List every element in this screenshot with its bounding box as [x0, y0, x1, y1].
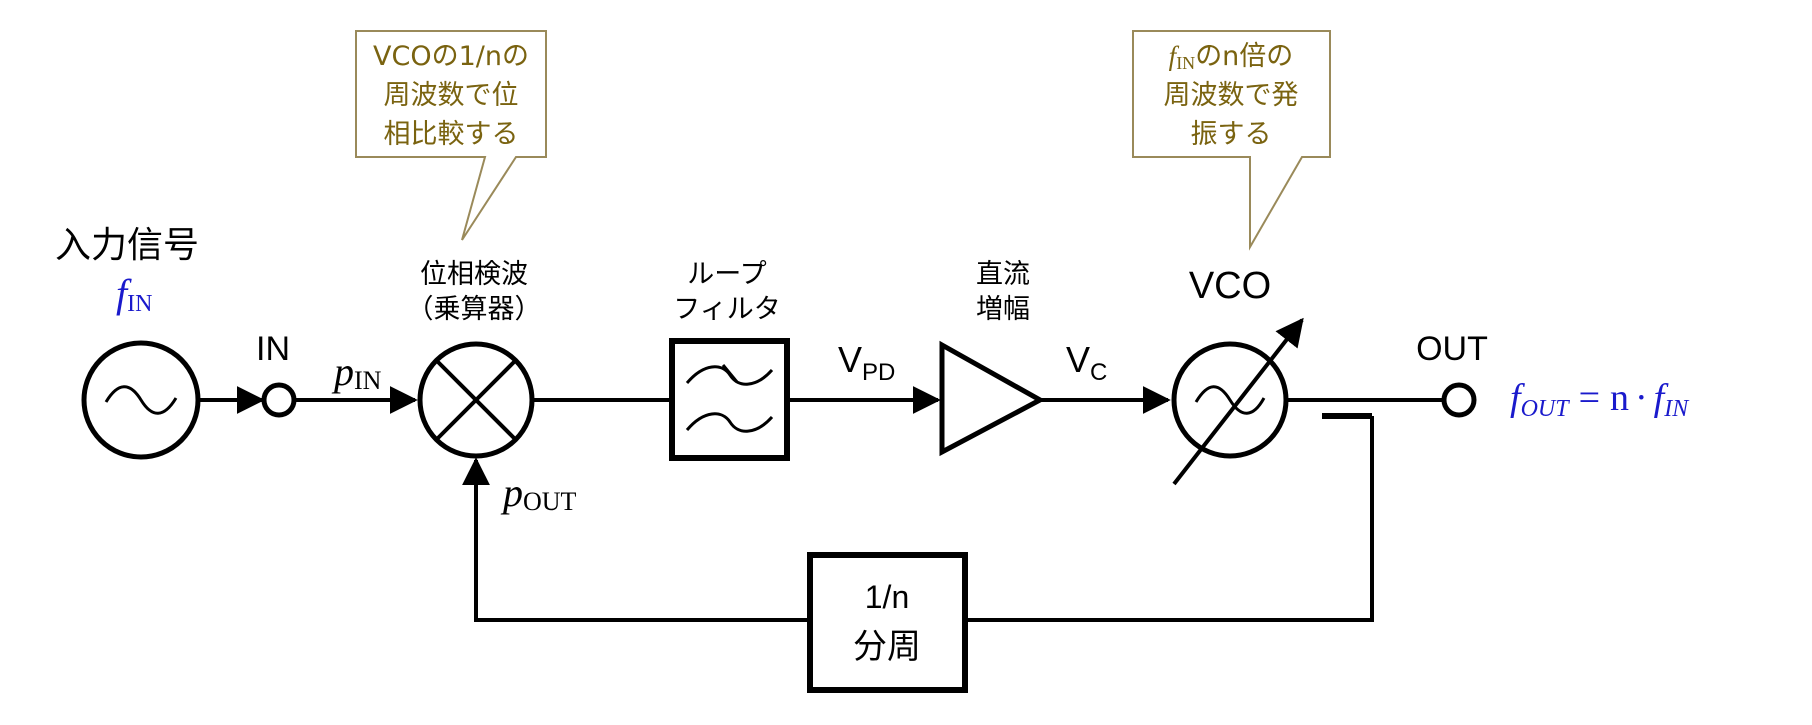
- in-terminal-icon: [261, 382, 297, 418]
- input-oscillator-icon: [81, 340, 201, 460]
- vco-label: VCO: [1189, 265, 1271, 307]
- multiplier-icon: [417, 341, 535, 459]
- divider-label-2: 分周: [853, 627, 921, 667]
- feedback-wire-left: [462, 457, 807, 622]
- loop-filter-label-2: フィルタ: [673, 294, 780, 325]
- loop-filter-label-1: ループ: [687, 259, 766, 290]
- loop-filter-icon: [669, 338, 790, 461]
- callout-left-line-1: VCOの1/nの: [373, 41, 529, 72]
- callout-right-line-3: 振する: [1191, 119, 1272, 150]
- divider-box: [807, 552, 968, 693]
- amplifier-triangle-icon: [939, 340, 1046, 457]
- dc-amp-label-1: 直流: [976, 259, 1030, 290]
- input-title: 入力信号: [55, 225, 199, 266]
- vpd-label: VPD: [838, 339, 895, 386]
- callout-right: fINのn倍の 周波数で発 振する: [1132, 30, 1331, 251]
- dc-amp-label-2: 増幅: [976, 294, 1030, 325]
- callout-left: VCOの1/nの 周波数で位 相比較する: [355, 30, 547, 241]
- out-terminal-icon: [1441, 382, 1477, 418]
- out-terminal-label: OUT: [1416, 330, 1488, 368]
- vco-icon: [1171, 317, 1304, 486]
- callout-left-line-2: 周波数で位: [384, 80, 519, 111]
- p-out-label: pOUT: [500, 470, 577, 516]
- divider-label-1: 1/n: [865, 579, 909, 615]
- p-in-label: pIN: [331, 349, 382, 395]
- vc-label: VC: [1066, 339, 1107, 386]
- feedback-wire-right: [968, 416, 1374, 622]
- input-frequency-label: fIN: [116, 271, 152, 317]
- callout-left-line-3: 相比較する: [384, 119, 519, 150]
- callout-right-line-2: 周波数で発: [1164, 80, 1299, 111]
- callout-right-line-1: fINのn倍の: [1169, 41, 1294, 73]
- in-terminal-label: IN: [256, 330, 290, 368]
- phase-detector-label-2: （乗算器）: [407, 294, 542, 325]
- output-frequency-formula: fOUT=n·fIN: [1510, 377, 1690, 422]
- phase-detector-label-1: 位相検波: [420, 259, 528, 290]
